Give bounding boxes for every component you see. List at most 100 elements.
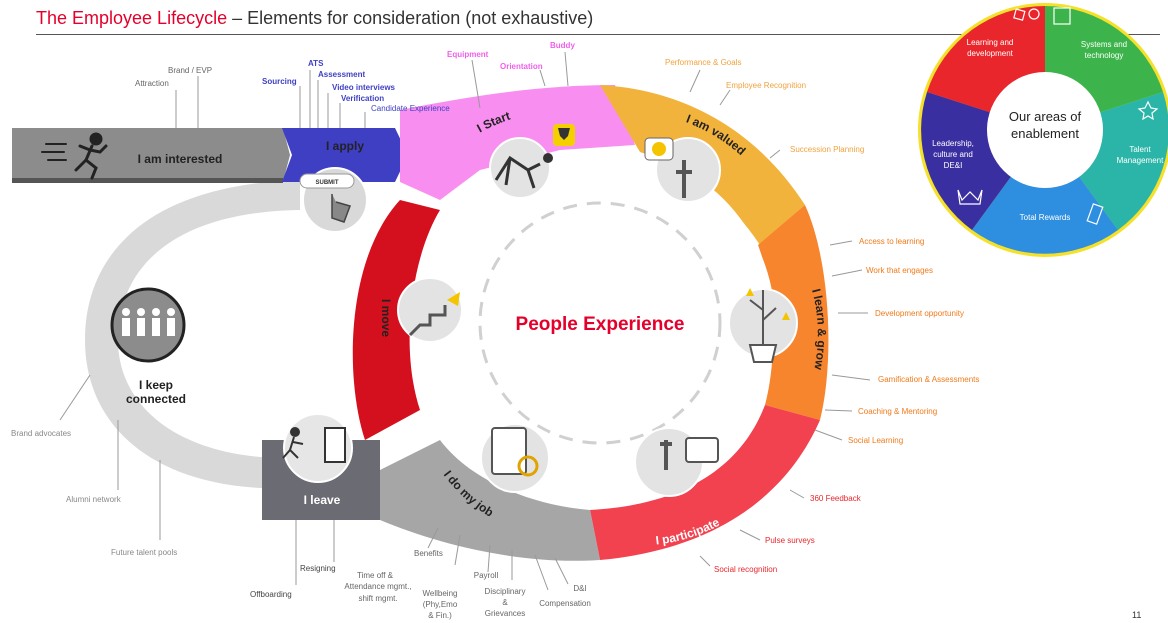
keep-connected-loop [85,180,300,489]
submit-button-icon [299,173,355,189]
stage-move [352,200,440,440]
label-time-off-3: shift mgmt. [358,594,397,603]
talent-label-2: Management [1117,156,1164,165]
label-time-off-2: Attendance mgmt., [344,582,411,591]
label-succession-planning: Succession Planning [790,145,864,154]
plant-pot-icon [748,344,778,363]
page-title: The Employee Lifecycle – Elements for co… [36,8,593,29]
leadership-label-2: culture and [933,150,973,159]
start-icon-circle [489,137,551,199]
label-development-opportunity: Development opportunity [875,309,964,318]
label-access-learning: Access to learning [859,237,924,246]
label-candidate-experience: Candidate Experience [371,104,450,113]
trophy-icon [558,128,570,140]
stage-apply [282,128,408,182]
stars-icon [1137,100,1159,121]
stage-do-job [380,440,600,561]
label-wellbeing-3: & Fin.) [428,611,452,620]
stage-leave-label: I leave [304,493,341,507]
runner-head-icon [543,153,553,163]
label-social-recognition: Social recognition [714,565,777,574]
title-suffix: – Elements for consideration (not exhaus… [227,8,594,28]
smiley-icon [652,142,666,156]
label-disciplinary-2: & [502,598,508,607]
leadership-label-1: Leadership, [932,139,974,148]
label-time-off-1: Time off & [357,571,394,580]
label-offboarding: Offboarding [250,590,292,599]
label-social-learning: Social Learning [848,436,903,445]
label-wellbeing-1: Wellbeing [423,589,458,598]
submit-label: SUBMIT [316,180,339,186]
systems-label-2: technology [1085,51,1124,60]
group-people-icon [110,287,186,363]
ticket-icon [1086,203,1104,225]
label-sourcing: Sourcing [262,77,297,86]
stage-participate [590,405,820,560]
wedge-rewards [972,130,1118,254]
label-orientation: Orientation [500,62,543,71]
running-person-icon [41,132,108,180]
gear-icon [517,455,539,477]
label-assessment: Assessment [318,70,365,79]
exit-door-icon [282,427,346,463]
qr-code-icon [1053,7,1071,25]
growth-arrows-icon [746,288,790,320]
crown-icon [957,189,983,205]
leader-lines [59,51,871,591]
systems-label-1: Systems and [1081,40,1127,49]
learning-label-1: Learning and [967,38,1014,47]
label-attraction: Attraction [135,79,169,88]
label-coaching: Coaching & Mentoring [858,407,937,416]
label-wellbeing-2: (Phy,Emo [423,600,458,609]
center-dashed-cycle [478,201,722,445]
stage-interested-label: I am interested [138,152,223,166]
title-divider [36,34,1160,35]
label-future-talent: Future talent pools [111,548,177,557]
label-employee-recognition: Employee Recognition [726,81,806,90]
enablement-center [987,72,1103,188]
plant-stem-icon [749,290,777,345]
label-work-engages: Work that engages [866,266,933,275]
leadership-label-3: DE&I [944,161,963,170]
chat-bubble-icon [685,437,719,463]
person-on-hand-icon [676,160,692,198]
rewards-label: Total Rewards [1020,213,1071,222]
label-benefits: Benefits [414,549,443,558]
label-brand-evp: Brand / EVP [168,66,212,75]
label-alumni-network: Alumni network [66,495,122,504]
label-disciplinary-3: Grievances [485,609,525,618]
label-verification: Verification [341,94,384,103]
enablement-center-2: enablement [1011,126,1079,141]
hand-pointer-icon [331,194,351,223]
label-payroll: Payroll [474,571,499,580]
label-ats: ATS [308,59,324,68]
label-gamification: Gamification & Assessments [878,375,979,384]
stage-move-label: I move [379,299,393,337]
label-dni: D&I [573,584,586,593]
enablement-center-1: Our areas of [1009,109,1082,124]
center-label: People Experience [516,314,685,335]
label-disciplinary-1: Disciplinary [485,587,526,596]
label-equipment: Equipment [447,50,489,59]
label-pulse-surveys: Pulse surveys [765,536,815,545]
circle-shape-icon [1028,8,1040,20]
callout-labels: Attraction Brand / EVP Sourcing ATS Asse… [11,41,979,620]
label-brand-advocates: Brand advocates [11,429,71,438]
talent-label-1: Talent [1129,145,1151,154]
center-disk [425,148,775,498]
title-prefix: The Employee Lifecycle [36,8,228,28]
stage-interested [12,128,290,182]
label-buddy: Buddy [550,41,575,50]
label-video-interviews: Video interviews [332,83,396,92]
shapes-icon [1013,8,1026,21]
learning-label-2: development [967,49,1014,58]
move-icon-circle [397,277,463,343]
people-figures-icon [122,308,175,336]
label-compensation: Compensation [539,599,591,608]
stage-apply-label: I apply [326,139,364,153]
keep-connected-label-1: I keep [139,378,173,392]
label-360-feedback: 360 Feedback [810,494,862,503]
page-number: 11 [1132,610,1142,620]
label-performance-goals: Performance & Goals [665,58,741,67]
